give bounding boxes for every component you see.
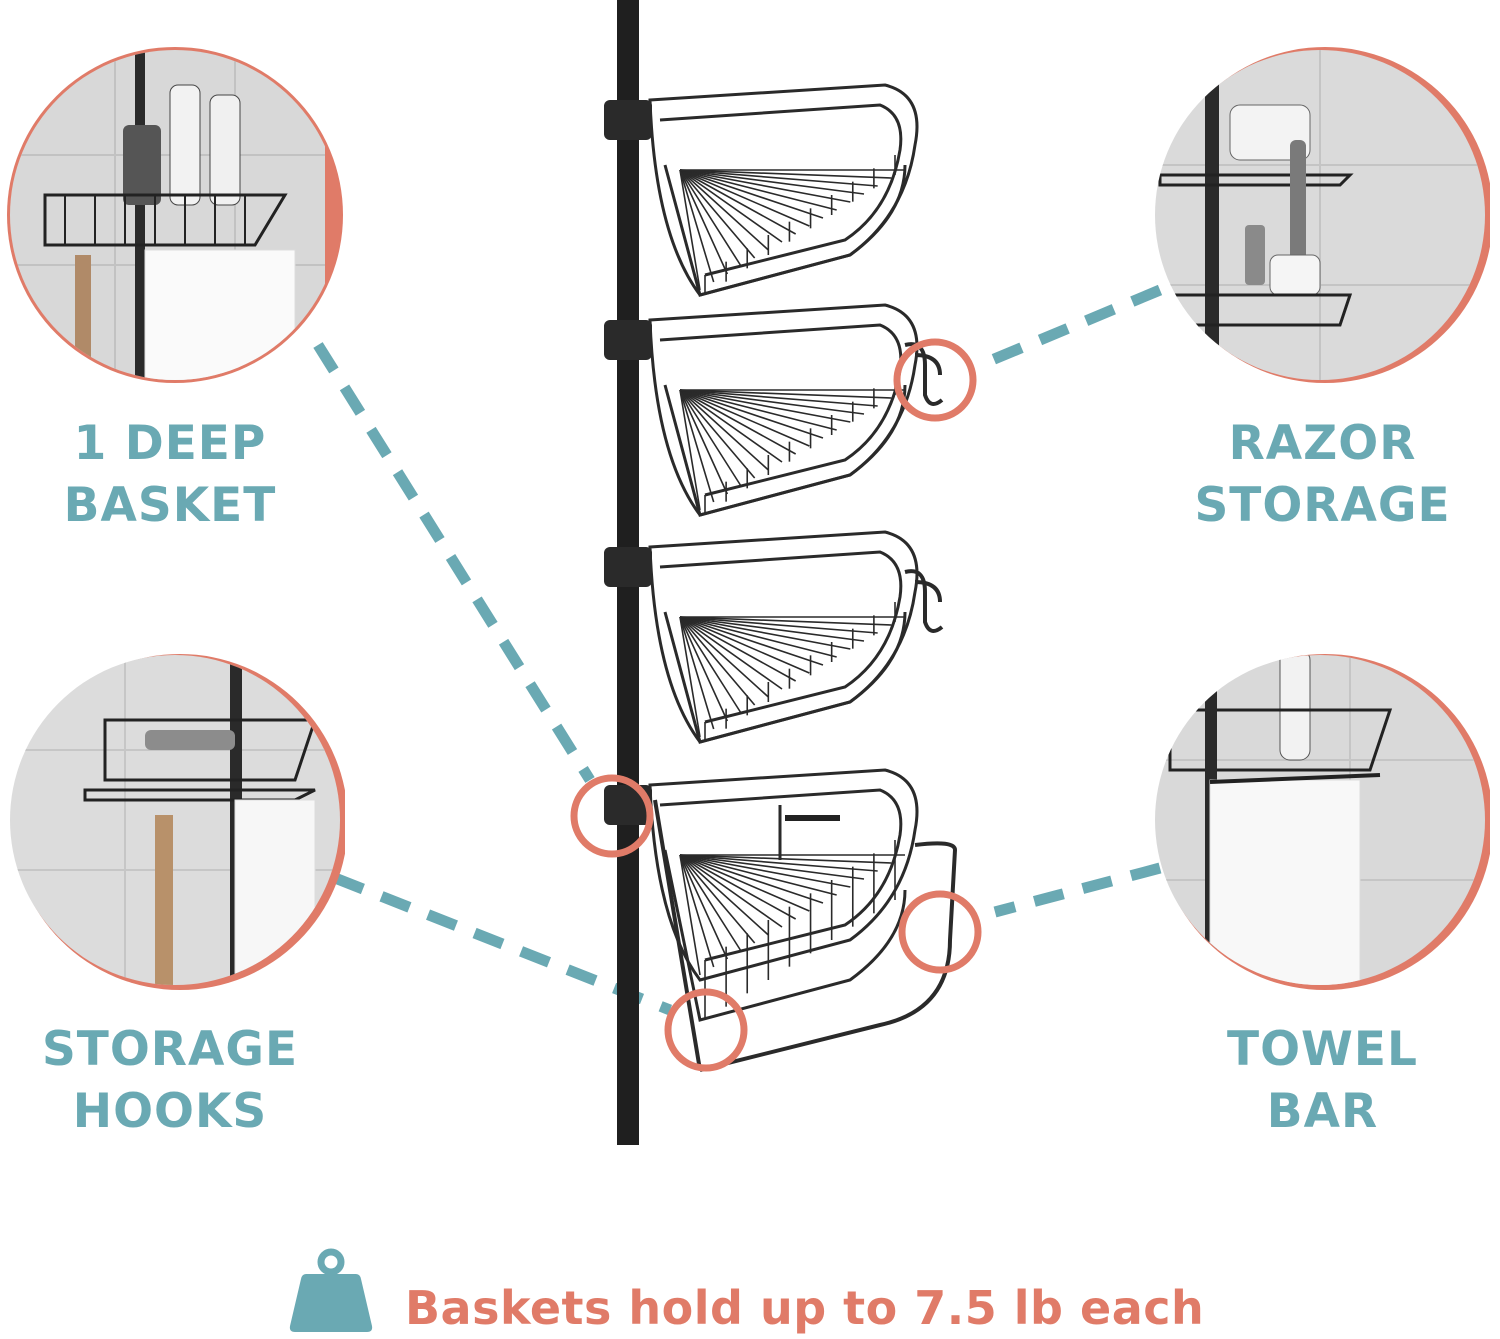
feature-label-line: RAZOR xyxy=(1228,416,1417,471)
wire-basket xyxy=(604,303,944,517)
weight-capacity-caption: Baskets hold up to 7.5 lb each xyxy=(405,1281,1205,1335)
feature-label-storage-hooks: STORAGE HOOKS xyxy=(0,1019,340,1143)
connector-razor xyxy=(977,284,1163,371)
connector-hooks xyxy=(332,872,673,1016)
feature-label-line: STORAGE xyxy=(41,1022,299,1077)
wire-basket xyxy=(604,530,944,744)
highlight-towel-bar xyxy=(898,890,982,974)
feature-label-deep-basket: 1 DEEP BASKET xyxy=(0,413,340,537)
basket-photo xyxy=(5,45,345,385)
wire-basket xyxy=(604,83,919,297)
feature-label-line: BAR xyxy=(1266,1084,1379,1139)
towel-bar-photo xyxy=(1150,650,1490,990)
feature-label-line: HOOKS xyxy=(72,1084,268,1139)
feature-label-line: BASKET xyxy=(63,478,277,533)
feature-label-line: 1 DEEP xyxy=(73,416,267,471)
highlight-razor-hook xyxy=(893,338,977,422)
connector-towel-bar xyxy=(993,862,1162,918)
highlight-storage-hook xyxy=(664,988,748,1072)
razor-photo xyxy=(1150,45,1490,385)
feature-label-razor-storage: RAZOR STORAGE xyxy=(1150,413,1495,537)
feature-label-towel-bar: TOWEL BAR xyxy=(1150,1019,1495,1143)
feature-label-line: STORAGE xyxy=(1194,478,1451,533)
hooks-photo xyxy=(5,650,345,990)
highlight-deep-basket-clamp xyxy=(570,774,654,858)
feature-label-line: TOWEL xyxy=(1227,1022,1418,1077)
weight-icon xyxy=(289,1248,373,1332)
connector-deep-basket xyxy=(313,342,595,783)
